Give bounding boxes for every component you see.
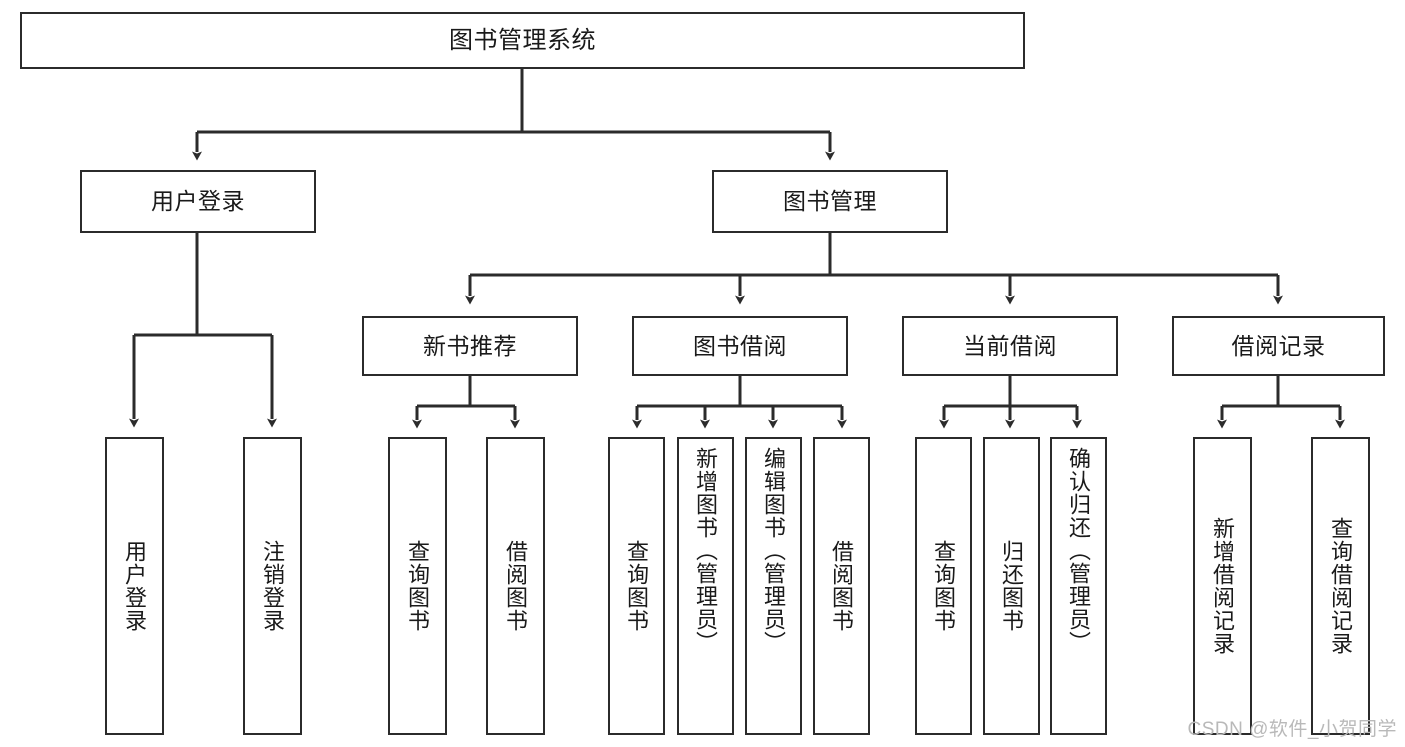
leaf-query-book-current[interactable]: 查询图书 [915, 437, 972, 735]
leaf-borrow-book-new-book[interactable]: 借阅图书 [486, 437, 545, 735]
node-label: 新书推荐 [423, 332, 517, 359]
node-label: 查询图书 [931, 540, 957, 632]
leaf-query-book-new-book[interactable]: 查询图书 [388, 437, 447, 735]
node-label: 编辑图书（管理员） [761, 447, 787, 654]
node-label: 图书管理系统 [449, 26, 596, 54]
leaf-edit-book-admin[interactable]: 编辑图书（管理员） [745, 437, 802, 735]
leaf-borrow-book-borrow[interactable]: 借阅图书 [813, 437, 870, 735]
node-label: 图书借阅 [693, 332, 787, 359]
leaf-query-borrow-record[interactable]: 查询借阅记录 [1311, 437, 1370, 735]
node-label: 归还图书 [999, 540, 1025, 632]
node-label: 新增图书（管理员） [693, 447, 719, 654]
node-label: 用户登录 [151, 188, 245, 215]
node-label: 借阅图书 [829, 540, 855, 632]
node-label: 查询图书 [624, 540, 650, 632]
node-label: 借阅记录 [1231, 332, 1326, 359]
node-label: 用户登录 [122, 540, 148, 632]
leaf-add-borrow-record[interactable]: 新增借阅记录 [1193, 437, 1252, 735]
leaf-return-book[interactable]: 归还图书 [983, 437, 1040, 735]
leaf-confirm-return-admin[interactable]: 确认归还（管理员） [1050, 437, 1107, 735]
csdn-watermark: CSDN @软件_小贺同学 [1187, 719, 1397, 740]
node-label: 借阅图书 [503, 540, 529, 632]
leaf-logout-login[interactable]: 注销登录 [243, 437, 302, 735]
leaf-query-book-borrow[interactable]: 查询图书 [608, 437, 665, 735]
node-borrow-record[interactable]: 借阅记录 [1172, 316, 1385, 376]
leaf-user-login[interactable]: 用户登录 [105, 437, 164, 735]
node-current-borrow[interactable]: 当前借阅 [902, 316, 1118, 376]
node-label: 新增借阅记录 [1210, 517, 1236, 655]
node-book-borrow[interactable]: 图书借阅 [632, 316, 848, 376]
node-user-login[interactable]: 用户登录 [80, 170, 316, 233]
node-label: 图书管理 [783, 188, 877, 215]
node-label: 注销登录 [260, 540, 286, 632]
node-book-management[interactable]: 图书管理 [712, 170, 948, 233]
node-label: 当前借阅 [963, 332, 1057, 359]
node-new-book-recommendation[interactable]: 新书推荐 [362, 316, 578, 376]
node-label: 确认归还（管理员） [1066, 447, 1092, 654]
node-label: 查询图书 [405, 540, 431, 632]
leaf-add-book-admin[interactable]: 新增图书（管理员） [677, 437, 734, 735]
node-label: 查询借阅记录 [1328, 517, 1354, 655]
node-root-book-management-system[interactable]: 图书管理系统 [20, 12, 1025, 69]
